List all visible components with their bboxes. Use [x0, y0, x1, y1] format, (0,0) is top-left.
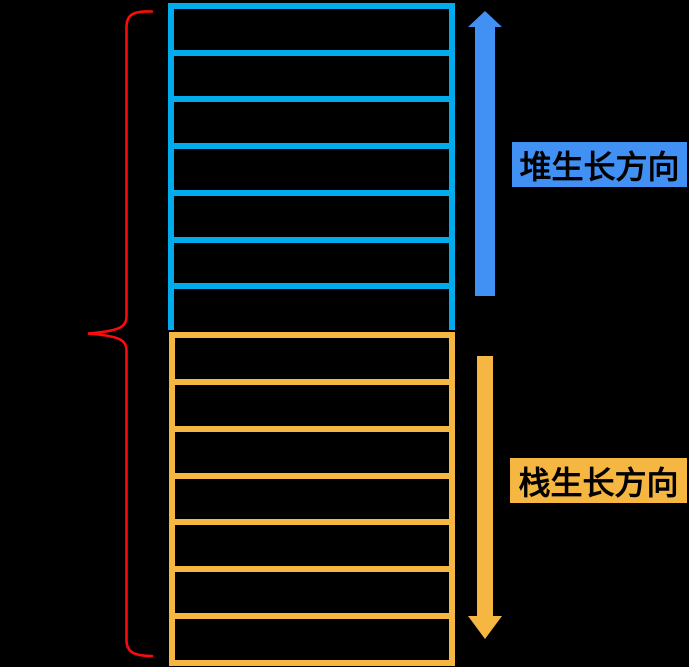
heap-cell — [174, 243, 449, 290]
stack-cell — [175, 525, 449, 573]
stack-grid — [169, 332, 455, 666]
stack-cell — [175, 572, 449, 620]
left-brace — [87, 10, 154, 658]
heap-grid — [168, 3, 455, 330]
down-arrow-head — [468, 616, 502, 639]
up-arrow-head — [468, 11, 502, 27]
stack-cell — [175, 479, 449, 526]
heap-cell — [174, 149, 449, 196]
heap-cell — [174, 289, 449, 330]
heap-cell — [174, 56, 449, 103]
heap-cell — [174, 102, 449, 150]
heap-growth-label: 堆生长方向 — [512, 142, 687, 187]
heap-cell — [174, 196, 449, 243]
down-arrow-shaft — [477, 356, 493, 616]
up-arrow-shaft — [475, 26, 495, 296]
stack-cell — [175, 385, 449, 432]
stack-cell — [175, 338, 449, 385]
heap-cell — [174, 9, 449, 56]
stack-cell — [175, 619, 449, 660]
stack-growth-label: 栈生长方向 — [510, 458, 687, 503]
stack-cell — [175, 432, 449, 479]
